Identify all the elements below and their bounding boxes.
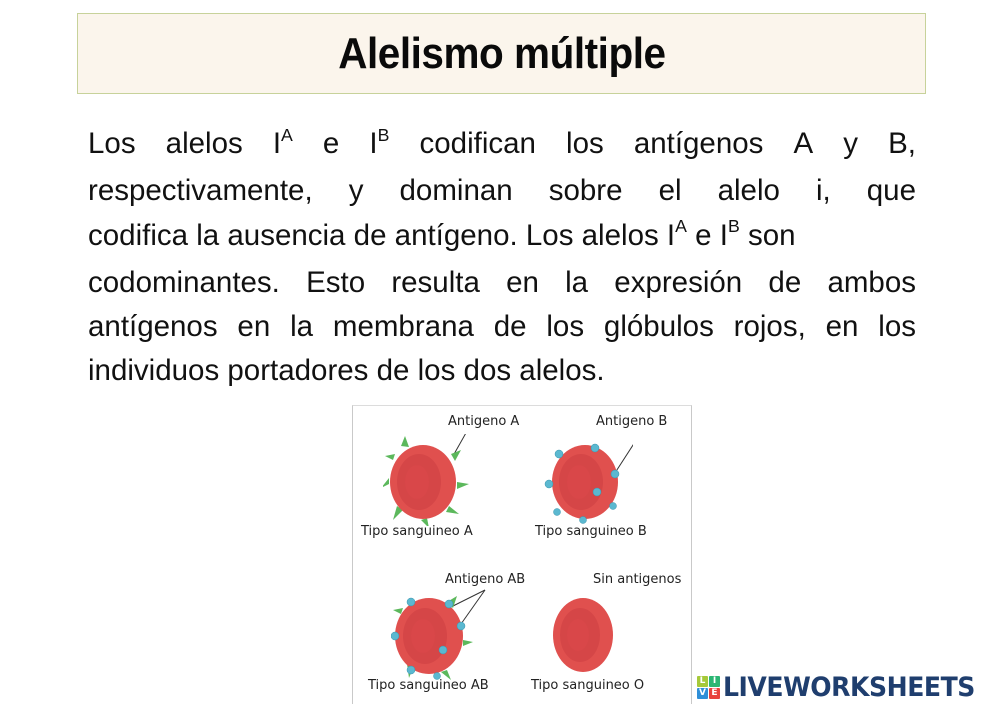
label-antigen-ab: Antigeno AB xyxy=(445,572,526,587)
title-box: Alelismo múltiple xyxy=(77,13,926,94)
red-cell-type-o-icon xyxy=(553,598,613,672)
red-cell-type-a-icon xyxy=(383,434,469,526)
blood-type-figure: Antigeno A Tipo sanguineo A Antigeno B xyxy=(352,405,692,704)
paragraph-line-3: codifica la ausencia de antígeno. Los al… xyxy=(88,216,796,252)
liveworksheets-logo-icon: L I V E xyxy=(697,675,720,699)
red-cell-type-ab-icon xyxy=(391,589,486,680)
body-paragraph: Los alelos IA e IB codifican los antígen… xyxy=(88,122,916,394)
page-title: Alelismo múltiple xyxy=(337,28,666,78)
paragraph-line-1: Los alelos IA e IB codifican los antígen… xyxy=(88,124,916,160)
paragraph-line-4: codominantes. Esto resulta en la expresi… xyxy=(88,265,916,299)
caption-type-b: Tipo sanguineo B xyxy=(535,524,647,539)
caption-type-ab: Tipo sanguineo AB xyxy=(368,678,489,693)
label-no-antigens: Sin antigenos xyxy=(593,572,682,587)
liveworksheets-brand: LIVEWORKSHEETS xyxy=(723,671,975,703)
red-cell-type-b-icon xyxy=(544,443,633,524)
caption-type-a: Tipo sanguineo A xyxy=(361,524,473,539)
paragraph-line-6: individuos portadores de los dos alelos. xyxy=(88,354,605,388)
label-antigen-a: Antigeno A xyxy=(448,414,520,429)
label-antigen-b: Antigeno B xyxy=(596,414,668,429)
liveworksheets-watermark: L I V E LIVEWORKSHEETS xyxy=(697,671,994,703)
paragraph-line-5: antígenos en la membrana de los glóbulos… xyxy=(88,310,916,344)
caption-type-o: Tipo sanguineo O xyxy=(531,678,645,693)
paragraph-line-2: respectivamente, y dominan sobre el alel… xyxy=(88,174,916,208)
